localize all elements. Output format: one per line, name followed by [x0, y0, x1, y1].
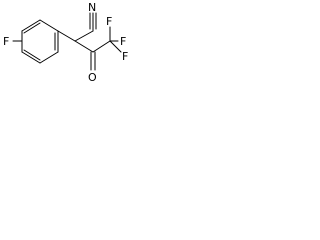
- cf3-f-mid-label: F: [120, 35, 126, 48]
- ring-bond-inner: [23, 22, 41, 34]
- ring-bond-inner: [23, 49, 41, 61]
- carbonyl-cf3-bond: [92, 40, 111, 53]
- aryl-alpha-bond: [57, 30, 76, 42]
- chemical-structure: F N O F F F: [3, 1, 128, 84]
- cf3-f-top-label: F: [106, 15, 112, 28]
- nitrile-n-label: N: [88, 1, 96, 14]
- carbonyl-double-bond: [90, 51, 96, 71]
- cf3-bond-right: [109, 40, 122, 53]
- ring-bond: [39, 19, 59, 32]
- alpha-nitrile-bond: [74, 30, 94, 42]
- fluoro-para-label: F: [3, 35, 9, 48]
- cf3-f-right-label: F: [122, 50, 128, 63]
- ring-bond: [21, 19, 41, 32]
- benzene-ring: [21, 19, 59, 64]
- nitrile-triple-bond: [89, 12, 97, 32]
- alpha-carbonyl-bond: [74, 40, 94, 53]
- ketone-o-label: O: [88, 71, 97, 84]
- ring-bond: [39, 51, 59, 64]
- ring-bond: [21, 51, 41, 64]
